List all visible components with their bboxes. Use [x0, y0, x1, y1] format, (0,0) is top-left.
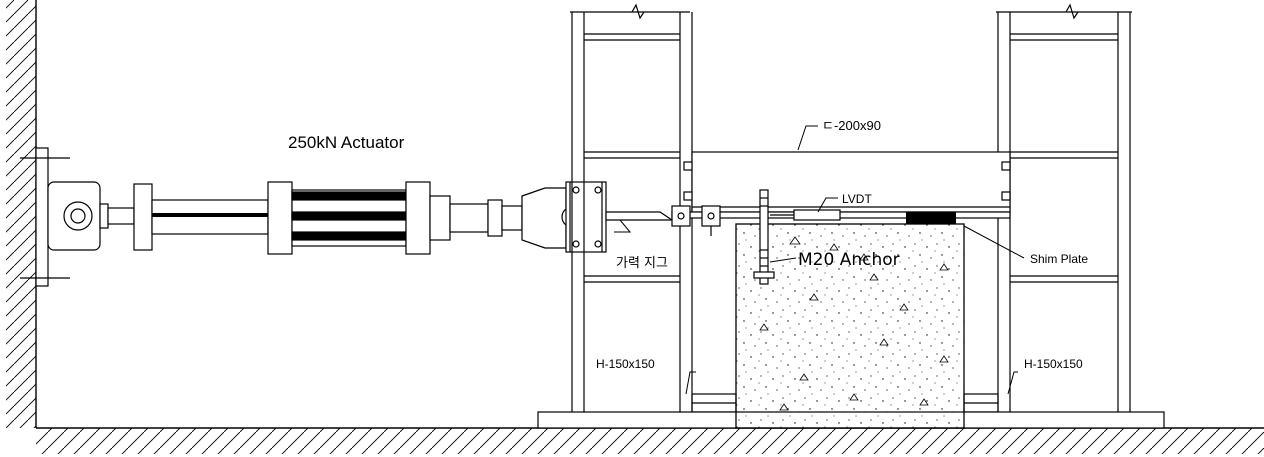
h-beam-right-label: H-150x150	[1024, 357, 1083, 371]
leader-lines	[614, 125, 1025, 395]
actuator-label: 250kN Actuator	[288, 133, 405, 152]
channel-label: ㄷ-200x90	[822, 118, 881, 133]
actuator	[20, 147, 583, 287]
reaction-wall	[6, 0, 37, 428]
loading-jig-label: 가력 지그	[616, 256, 668, 271]
anchor-bolt	[753, 189, 775, 285]
lvdt-label: LVDT	[842, 192, 872, 206]
specimen-plate	[671, 205, 1011, 236]
rod-end-clevis	[521, 187, 567, 249]
right-reaction-frame	[963, 3, 1132, 428]
loading-jig	[565, 181, 674, 253]
channel-beam	[683, 151, 1011, 213]
concrete-block	[735, 223, 965, 429]
h-beam-left-label: H-150x150	[596, 357, 655, 371]
strong-floor	[36, 427, 1264, 454]
actuator-mount-plate	[35, 147, 49, 287]
lvdt-sensor	[770, 209, 841, 221]
shim-plate-label: Shim Plate	[1030, 252, 1088, 266]
shim-plate	[906, 212, 956, 224]
anchor-label: M20 Anchor	[798, 250, 900, 270]
